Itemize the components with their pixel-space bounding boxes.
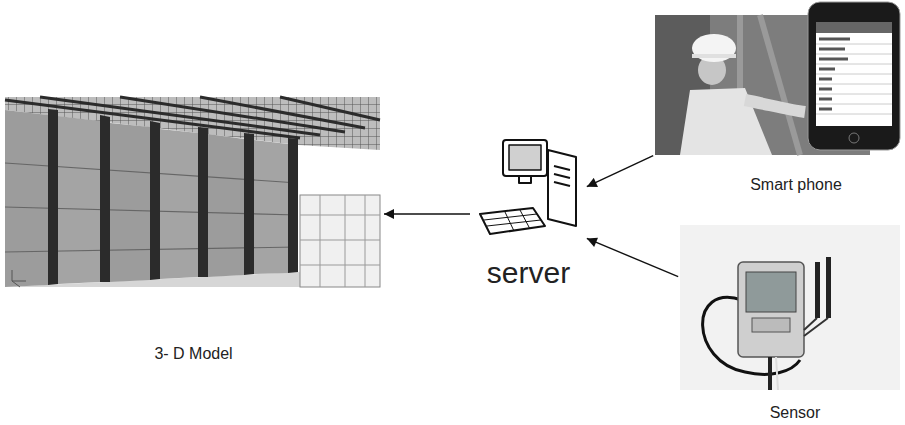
sensor-photo-part (804, 318, 828, 336)
sensor-photo-part (826, 257, 831, 318)
sensor-photo (680, 225, 900, 390)
server-icon-part (509, 145, 541, 170)
smartphone-photo (655, 2, 900, 155)
building-model-part (48, 109, 58, 285)
flow-arrow (587, 156, 653, 187)
sensor-photo-part (680, 225, 900, 390)
building-model-part (208, 134, 244, 277)
server-icon-part (519, 176, 531, 183)
sensor-photo-part (746, 272, 796, 312)
server-icon-part (503, 140, 547, 176)
building-model-part (110, 123, 150, 282)
sensor-photo-part (738, 262, 804, 357)
node-label: 3- D Model (154, 345, 232, 363)
building-model-part (198, 127, 208, 277)
smartphone-photo-part (692, 54, 736, 58)
server-icon-part (480, 208, 545, 234)
node-label: Sensor (770, 404, 821, 422)
server-icon (480, 140, 576, 234)
building-model-part (288, 138, 298, 273)
server-icon-part (548, 150, 576, 226)
smartphone-photo-part (692, 34, 736, 62)
smartphone-photo-part (816, 22, 892, 126)
smartphone-photo-part (808, 2, 900, 150)
sensor-photo-part (768, 357, 772, 390)
building-model-part (100, 115, 110, 282)
smartphone-photo-part (819, 39, 850, 109)
building-model-part (150, 121, 160, 280)
sensor-photo-part (815, 262, 820, 318)
building-model-part (160, 129, 198, 279)
flow-arrow (587, 238, 678, 276)
building-model-part (58, 116, 100, 284)
building-model-part (5, 110, 48, 287)
smartphone-photo-part (745, 100, 805, 112)
building-model (5, 97, 380, 287)
sensor-photo-part (752, 318, 790, 332)
server-icon-part (484, 210, 541, 231)
photo-panel: Smart phone (655, 0, 901, 194)
model-figure: 3- D Model (5, 97, 382, 363)
sensor-photo-part (776, 357, 778, 390)
server-node: server (472, 138, 585, 290)
photo-panel: Sensor (680, 225, 900, 422)
building-model-part (254, 140, 288, 274)
node-label: server (487, 256, 570, 291)
node-label: Smart phone (750, 176, 842, 194)
building-model-part (300, 195, 380, 287)
building-model-part (244, 133, 254, 275)
building-model-part (12, 270, 26, 287)
building-model-part (300, 195, 380, 287)
flow-arrow (384, 213, 470, 214)
smartphone-photo-part (816, 22, 892, 33)
server-icon-part (554, 166, 570, 186)
smartphone-photo-part (849, 133, 859, 143)
